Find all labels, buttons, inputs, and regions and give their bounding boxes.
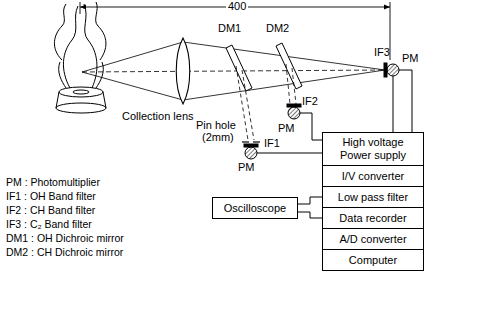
key-line: PM : Photomultiplier (6, 176, 100, 188)
part-label: Pin hole (196, 119, 236, 132)
process-box: Computer (322, 249, 424, 271)
dimension-value: 400 (226, 0, 248, 13)
light-beam (82, 42, 385, 100)
reflected-beam (236, 64, 296, 140)
part-label: PM (278, 122, 295, 135)
box-text: Data recorder (339, 212, 406, 225)
process-box: Data recorder (322, 207, 424, 229)
display-box: Oscilloscope (212, 197, 298, 219)
process-box: I/V converter (322, 165, 424, 187)
part-label: DM1 (218, 22, 241, 35)
part-label: IF3 (374, 46, 390, 59)
box-text: Low pass filter (338, 191, 408, 204)
dichroic-mirror (226, 43, 302, 91)
part-label: DM2 (266, 22, 289, 35)
collection-lens (176, 38, 190, 104)
box-text: Computer (349, 254, 397, 267)
burner-flame (54, 2, 106, 113)
part-label: PM (402, 52, 419, 65)
box-text: I/V converter (342, 170, 404, 183)
process-box: A/D converter (322, 228, 424, 250)
box-text: Oscilloscope (224, 202, 286, 215)
part-label: Collection lens (122, 110, 194, 123)
part-label: IF2 (302, 95, 318, 108)
box-text: A/D converter (339, 233, 406, 246)
process-box: Low pass filter (322, 186, 424, 208)
part-label: PM (238, 161, 255, 174)
key-line: IF2 : CH Band filter (6, 204, 95, 216)
process-box: High voltage Power supply (322, 132, 424, 166)
key-line: IF3 : C₂ Band filter (6, 218, 92, 230)
key-line: DM2 : CH Dichroic mirror (6, 246, 123, 258)
signal-connector (298, 212, 322, 218)
pin-hole (242, 141, 260, 142)
part-label: (2mm) (202, 131, 234, 144)
key-line: IF1 : OH Band filter (6, 190, 96, 202)
key-line: DM1 : OH Dichroic mirror (6, 232, 124, 244)
part-label: IF1 (264, 137, 280, 150)
box-text: High voltage Power supply (327, 136, 419, 161)
signal-connector (298, 197, 322, 204)
